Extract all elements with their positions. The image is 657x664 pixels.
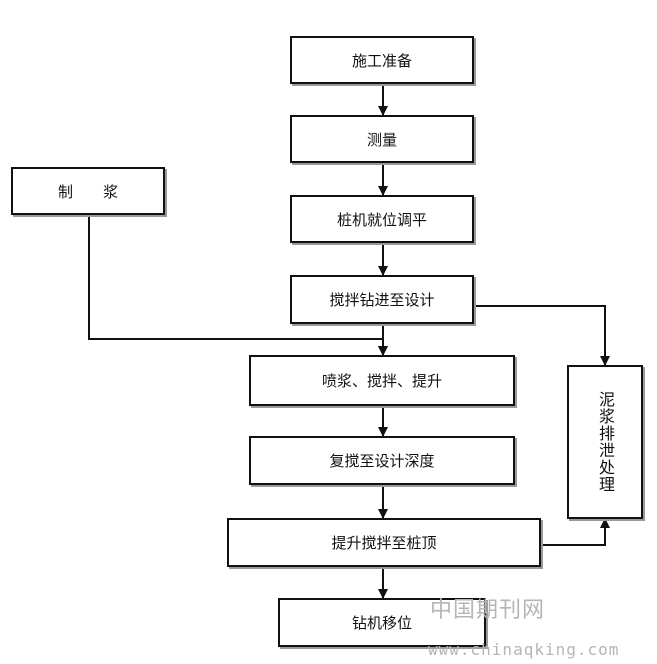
arrow-drill-to-mud — [474, 305, 610, 366]
step-construction-prep: 施工准备 — [290, 36, 474, 84]
step-spray-mix-lift: 喷浆、搅拌、提升 — [249, 355, 515, 406]
watermark-site-name: 中国期刊网 — [430, 598, 546, 623]
arrow-lift-to-mud — [541, 518, 610, 546]
watermark-url: www.chinaqking.com — [428, 640, 620, 659]
mud-discharge-box: 泥浆排泄处理 — [567, 365, 643, 519]
step-survey: 测量 — [290, 115, 474, 163]
step-mix-drill-to-depth: 搅拌钻进至设计 — [290, 275, 474, 324]
slurry-making-box: 制 浆 — [11, 167, 165, 215]
step-move-rig: 钻机移位 — [278, 598, 486, 647]
step-lift-mix-to-top: 提升搅拌至桩顶 — [227, 518, 541, 567]
step-rig-positioning: 桩机就位调平 — [290, 195, 474, 243]
arrow-slurry-feed — [88, 215, 388, 356]
step-remix-to-depth: 复搅至设计深度 — [249, 436, 515, 485]
